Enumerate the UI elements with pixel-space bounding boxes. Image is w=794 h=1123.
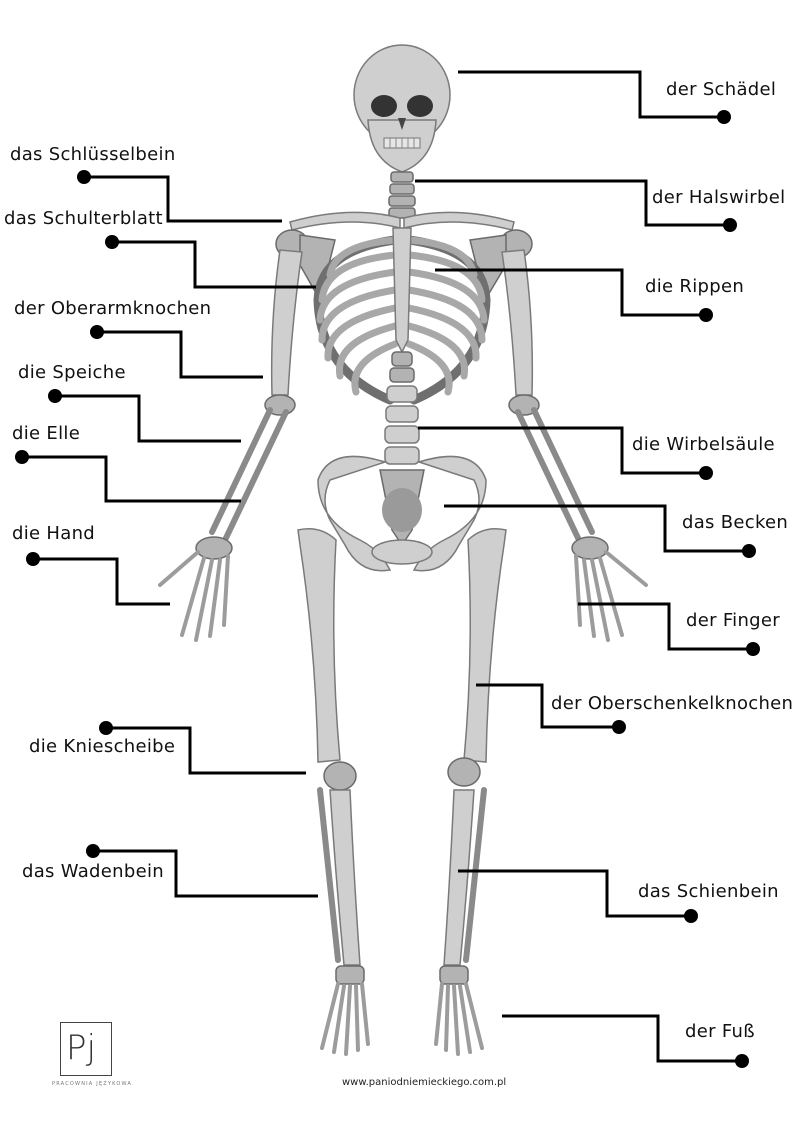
leader-humerus [97,330,263,379]
dot-hand [26,552,40,566]
dot-neck-vertebra [723,218,737,232]
right-hand [571,536,648,642]
label-ulna: die Elle [12,423,81,444]
leader-pelvis [444,504,749,553]
leader-hand [33,557,170,606]
dot-femur [612,720,626,734]
right-foot [434,965,484,1056]
left-femur [297,528,341,763]
right-tibia [443,789,475,966]
dot-spine [699,466,713,480]
left-humerus [270,249,303,396]
label-skull: der Schädel [666,79,777,100]
leader-kneecap [106,726,306,775]
label-pelvis: das Becken [682,512,789,533]
label-foot: der Fuß [685,1021,755,1042]
label-radius: die Speiche [18,362,126,383]
label-kneecap: die Kniescheibe [29,736,176,757]
left-collarbone [289,211,401,231]
leader-femur [476,683,619,729]
dot-shoulder-blade [105,235,119,249]
right-ulna [515,409,581,541]
leader-finger [578,602,753,651]
right-fibula [463,787,487,963]
label-tibia: das Schienbein [638,881,779,902]
leader-tibia [458,869,691,918]
left-fibula [317,787,341,963]
label-humerus: der Oberarmknochen [14,298,212,319]
leader-lines [15,70,760,1068]
label-spine: die Wirbelsäule [632,434,775,455]
label-hand: die Hand [12,523,96,544]
ribcage [313,227,491,405]
leader-ribs [435,268,706,317]
leader-ulna [22,455,241,503]
logo-mark: Pj [66,1028,96,1068]
skull-bone [353,44,451,173]
neck-vertebrae [388,171,416,219]
logo-text: PRACOWNIA JĘZYKOWA [52,1081,132,1087]
dot-ribs [699,308,713,322]
label-fibula: das Wadenbein [22,861,164,882]
dot-kneecap [99,721,113,735]
label-collarbone: das Schlüsselbein [10,144,176,165]
label-femur: der Oberschenkelknochen [551,693,794,714]
left-kneecap [323,761,357,791]
right-radius [531,407,595,535]
label-ribs: die Rippen [645,276,745,297]
dot-pelvis [742,544,756,558]
label-shoulder-blade: das Schulterblatt [4,208,163,229]
dot-foot [735,1054,749,1068]
leader-collarbone [84,175,282,223]
leader-spine [418,426,706,475]
pelvis-bone [317,455,487,572]
dot-ulna [15,450,29,464]
dot-tibia [684,909,698,923]
dot-humerus [90,325,104,339]
dot-skull [717,110,731,124]
dot-fibula [86,844,100,858]
dot-collarbone [77,170,91,184]
right-collarbone [403,211,515,231]
leader-foot [502,1014,742,1063]
left-tibia [329,789,361,966]
right-kneecap [447,757,481,787]
lumbar-spine [384,351,420,465]
logo-frame [60,1022,112,1076]
dot-finger [746,642,760,656]
right-humerus [501,249,534,396]
skeleton-illustration [158,44,648,1056]
label-neck-vertebra: der Halswirbel [652,187,786,208]
leader-neck-vertebra [415,179,730,227]
right-femur [463,528,507,763]
leader-shoulder-blade [112,240,316,289]
leader-radius [55,394,241,443]
footer-url: www.paniodniemieckiego.com.pl [342,1077,507,1088]
left-hand [158,536,233,642]
leader-fibula [93,849,318,898]
dot-radius [48,389,62,403]
label-finger: der Finger [686,610,780,631]
left-foot [320,965,370,1056]
left-radius [209,407,273,535]
left-ulna [223,409,289,541]
leader-skull [458,70,724,119]
